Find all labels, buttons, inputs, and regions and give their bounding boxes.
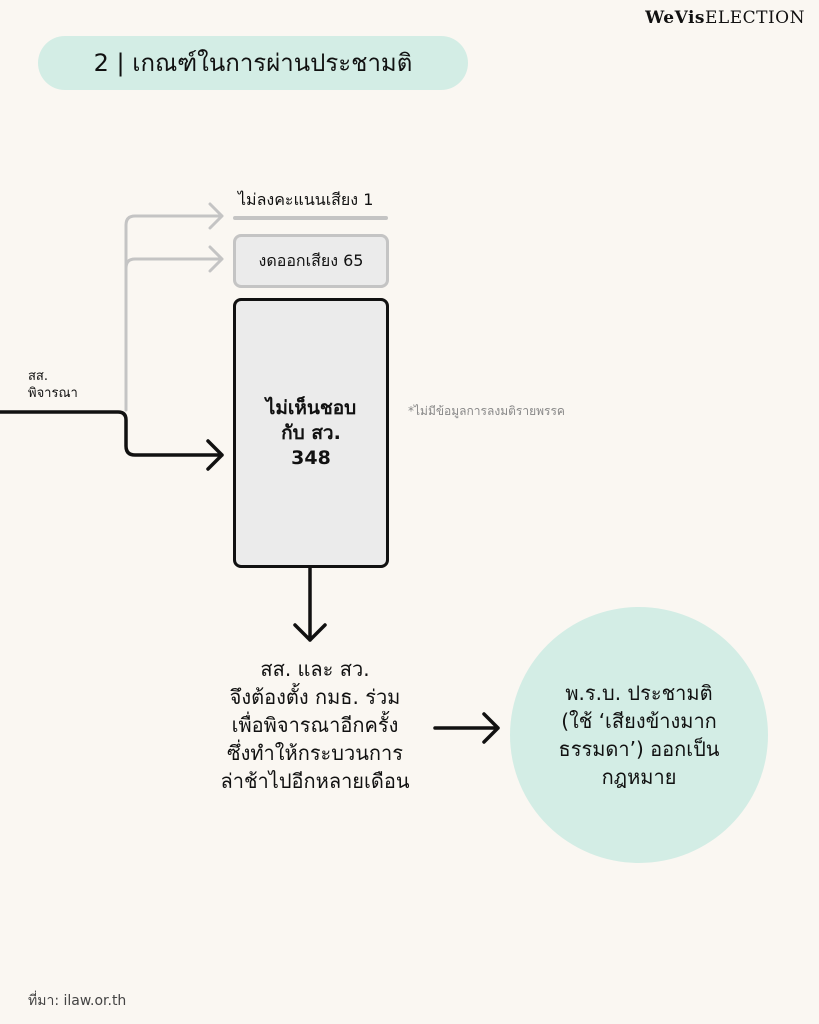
disagree-line2: กับ สว. <box>281 421 341 444</box>
page-title: 2 | เกณฑ์ในการผ่านประชามติ <box>38 36 468 90</box>
no-vote-label: ไม่ลงคะแนนเสียง 1 <box>238 190 374 209</box>
outcome-line: พ.ร.บ. ประชามติ <box>565 681 713 705</box>
result-text: สส. และ สว. จึงต้องตั้ง กมธ. ร่วม เพื่อพ… <box>180 655 450 795</box>
source-credit: ที่มา: ilaw.or.th <box>28 993 127 1009</box>
result-line: เพื่อพิจารณาอีกครั้ง <box>231 713 399 737</box>
logo-product: ELECTION <box>705 8 805 28</box>
disagree-box: ไม่เห็นชอบ กับ สว. 348 <box>233 298 389 568</box>
logo: WeVisELECTION <box>645 8 805 28</box>
outcome-circle: พ.ร.บ. ประชามติ (ใช้ ‘เสียงข้างมาก ธรรมด… <box>510 607 768 863</box>
mp-label-line2: พิจารณา <box>28 386 78 401</box>
outcome-line: กฎหมาย <box>601 765 677 789</box>
mp-consider-label: สส. พิจารณา <box>28 368 78 402</box>
arrow-down <box>293 563 327 642</box>
footnote: *ไม่มีข้อมูลการลงมติรายพรรค <box>408 404 565 418</box>
arrow-no-vote <box>124 202 224 412</box>
mp-label-line1: สส. <box>28 369 49 384</box>
arrow-disagree <box>0 410 224 471</box>
abstain-box: งดออกเสียง 65 <box>233 234 389 288</box>
result-line: ล่าช้าไปอีกหลายเดือน <box>220 769 410 793</box>
outcome-line: (ใช้ ‘เสียงข้างมาก <box>561 709 717 733</box>
result-line: จึงต้องตั้ง กมธ. ร่วม <box>229 685 401 709</box>
logo-brand: WeVis <box>645 8 706 28</box>
disagree-line1: ไม่เห็นชอบ <box>265 396 357 419</box>
arrow-abstain <box>124 245 224 273</box>
outcome-line: ธรรมดา’) ออกเป็น <box>558 737 720 761</box>
result-line: สส. และ สว. <box>260 657 370 681</box>
arrow-right <box>433 712 500 744</box>
result-line: ซึ่งทำให้กระบวนการ <box>227 741 403 765</box>
disagree-count: 348 <box>291 446 331 469</box>
